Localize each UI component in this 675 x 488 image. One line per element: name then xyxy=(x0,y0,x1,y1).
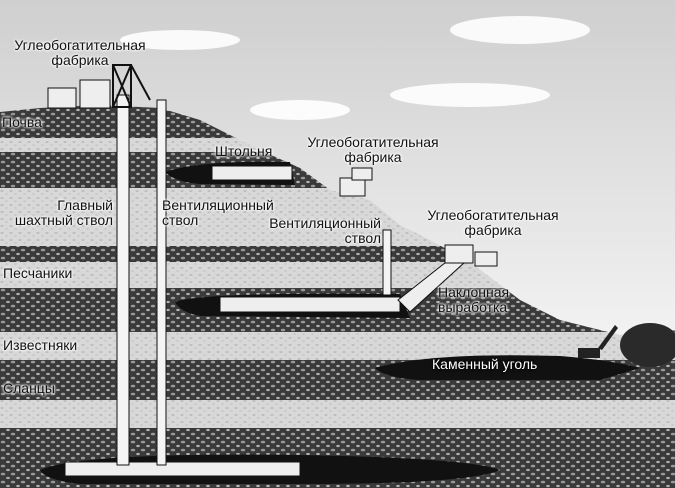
main-shaft-label-line1: Главный xyxy=(57,197,113,213)
limestone-label: Известняки xyxy=(3,337,78,353)
vent-shaft-1 xyxy=(156,99,167,466)
main-shaft xyxy=(116,94,130,466)
main-shaft-label-line2: шахтный ствол xyxy=(14,212,113,228)
light-layer xyxy=(0,400,675,428)
adit-label: Штольня xyxy=(215,143,273,159)
coal-label: Каменный уголь xyxy=(432,356,538,372)
limestone-layer xyxy=(0,332,675,360)
plant-label-1-line2: фабрика xyxy=(51,52,109,68)
vent-shaft-2-label-line1: Вентиляционный xyxy=(269,215,381,231)
shale-label: Сланцы xyxy=(3,380,55,396)
sandstone-label: Песчаники xyxy=(3,265,73,281)
inclined-drift-label-line2: выработка xyxy=(438,299,508,315)
vent-shaft-1-label-line1: Вентиляционный xyxy=(162,197,274,213)
bottom-gallery xyxy=(64,461,301,477)
vent-shaft-1-label-line2: ствол xyxy=(162,212,199,228)
headframe xyxy=(112,64,151,108)
vent-shaft-2-label-line2: ствол xyxy=(344,230,381,246)
clouds xyxy=(120,16,590,120)
plant-building-3 xyxy=(444,244,498,267)
plant-label-3-line2: фабрика xyxy=(464,222,522,238)
plant-label-1-line1: Углеобогатительная xyxy=(14,37,146,53)
middle-gallery xyxy=(219,296,401,313)
plant-label-3-line1: Углеобогатительная xyxy=(427,207,559,223)
tree xyxy=(620,323,675,367)
coal-seam xyxy=(375,355,640,380)
plant-building-1 xyxy=(47,79,111,109)
inclined-drift-label-line1: Наклонная xyxy=(438,284,510,300)
soil-label: Почва xyxy=(2,114,42,130)
vent-shaft-2 xyxy=(382,229,392,296)
adit-gallery xyxy=(211,165,293,181)
plant-label-2-line1: Углеобогатительная xyxy=(307,134,439,150)
excavator xyxy=(578,325,618,358)
plant-building-2 xyxy=(339,167,373,197)
sky xyxy=(0,0,675,335)
plant-label-2-line2: фабрика xyxy=(344,149,402,165)
